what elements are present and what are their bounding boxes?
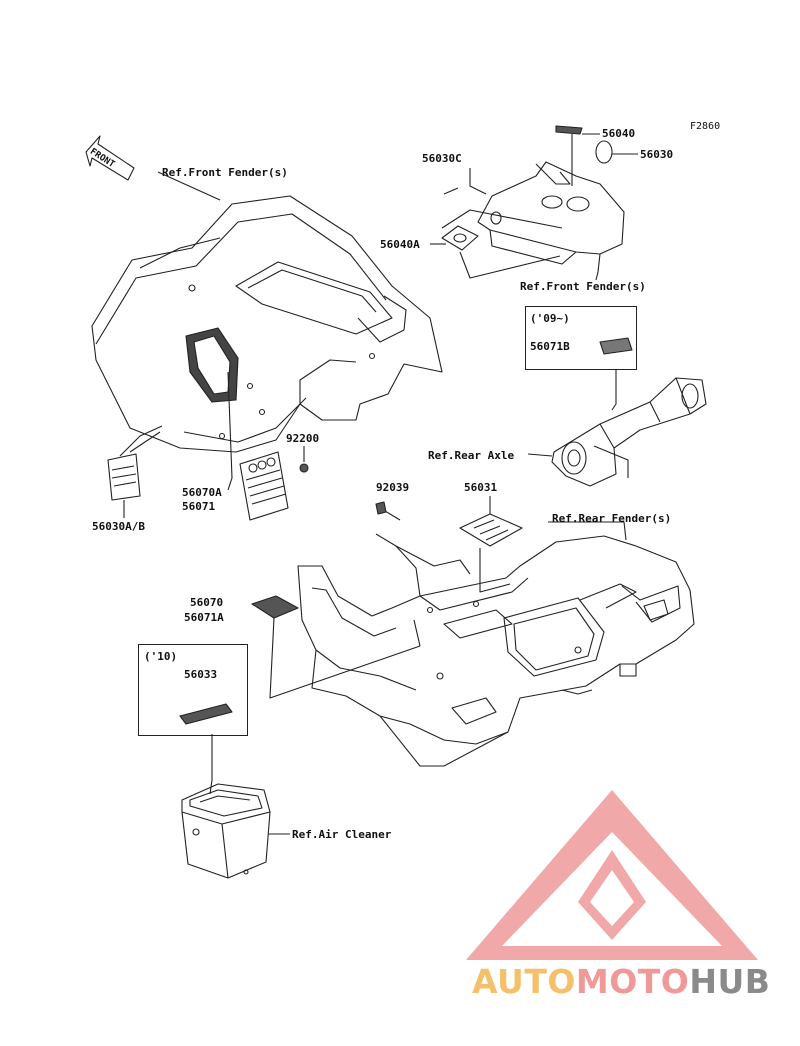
ref-rear-fender: Ref.Rear Fender(s) (552, 512, 672, 525)
air-cleaner-drawing (181, 783, 290, 879)
sticker-56030ab-drawing (107, 425, 163, 518)
figure-code: F2860 (690, 121, 721, 132)
front-arrow-icon (85, 135, 135, 181)
part-56040a: 56040A (380, 238, 420, 251)
watermark-auto: AUTO (472, 962, 576, 1001)
part-56070: 56070 (190, 596, 224, 609)
year-10-box (138, 644, 248, 736)
part-56040: 56040 (602, 127, 636, 140)
part-56030: 56030 (640, 148, 674, 161)
note-year-09: ('09~) (530, 312, 570, 325)
front-fender-drawing (91, 195, 443, 453)
part-56030c: 56030C (422, 152, 462, 165)
nut-92200-drawing (299, 446, 309, 473)
note-year-10: ('10) (144, 650, 178, 663)
part-92200: 92200 (286, 432, 320, 445)
sticker-56070-drawing (251, 595, 421, 699)
ref-air-cleaner: Ref.Air Cleaner (292, 828, 392, 841)
watermark-logo-icon (466, 790, 758, 960)
part-56071a: 56071A (184, 611, 224, 624)
part-92039: 92039 (376, 481, 410, 494)
part-56030ab: 56030A/B (92, 520, 145, 533)
watermark-moto: MOTO (575, 962, 690, 1001)
ref-front-fender-top: Ref.Front Fender(s) (162, 166, 288, 179)
part-56071b: 56071B (530, 340, 570, 353)
ref-rear-axle: Ref.Rear Axle (428, 449, 515, 462)
part-56071: 56071 (182, 500, 216, 513)
watermark-hub: HUB (689, 962, 771, 1001)
rear-axle-drawing (527, 370, 707, 487)
front-fender-small-drawing (441, 125, 625, 273)
bolt-92039-drawing (375, 501, 401, 521)
watermark-text: AUTOMOTOHUB (472, 962, 770, 1001)
part-56070a: 56070A (182, 486, 222, 499)
part-56033: 56033 (184, 668, 218, 681)
part-56031: 56031 (464, 481, 498, 494)
sticker-56070a-drawing (227, 371, 289, 521)
sticker-56031-drawing (459, 496, 523, 593)
year-09-box (525, 306, 637, 370)
ref-front-fender-mid: Ref.Front Fender(s) (520, 280, 646, 293)
rear-fender-drawing (297, 533, 695, 767)
